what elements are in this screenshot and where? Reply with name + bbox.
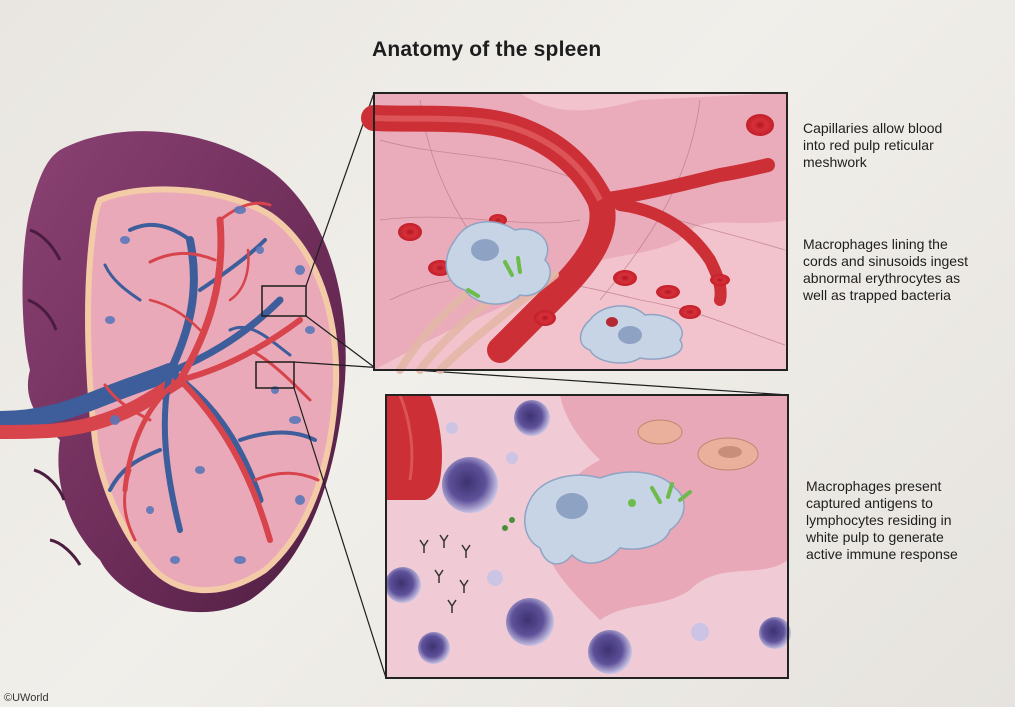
antigen-presenting-macrophage bbox=[502, 471, 692, 565]
spleen-organ bbox=[0, 131, 346, 613]
red-blood-cells bbox=[398, 114, 774, 326]
splenic-vein bbox=[0, 363, 179, 429]
antibodies bbox=[419, 534, 471, 613]
spleen-cut-surface bbox=[85, 186, 340, 593]
white-pulp-panel bbox=[385, 394, 791, 679]
caption-macrophages-lining: Macrophages lining the cords and sinusoi… bbox=[803, 236, 968, 303]
caption-macrophages-present: Macrophages present captured antigens to… bbox=[806, 478, 958, 562]
macrophage-lower bbox=[579, 305, 683, 364]
lower-inset-marker bbox=[255, 361, 295, 389]
red-pulp-panel bbox=[361, 92, 788, 374]
white-pulp-nodules bbox=[105, 206, 315, 564]
splenic-artery bbox=[0, 373, 187, 439]
figure-title: Anatomy of the spleen bbox=[372, 38, 602, 61]
copyright-notice: ©UWorld bbox=[4, 692, 49, 704]
artery-branches bbox=[103, 201, 320, 543]
caption-capillaries: Capillaries allow blood into red pulp re… bbox=[803, 120, 943, 170]
trabecular-folds bbox=[27, 228, 82, 566]
lymphocytes bbox=[385, 400, 791, 674]
macrophage-upper bbox=[445, 221, 551, 305]
upper-inset-marker bbox=[261, 285, 307, 317]
